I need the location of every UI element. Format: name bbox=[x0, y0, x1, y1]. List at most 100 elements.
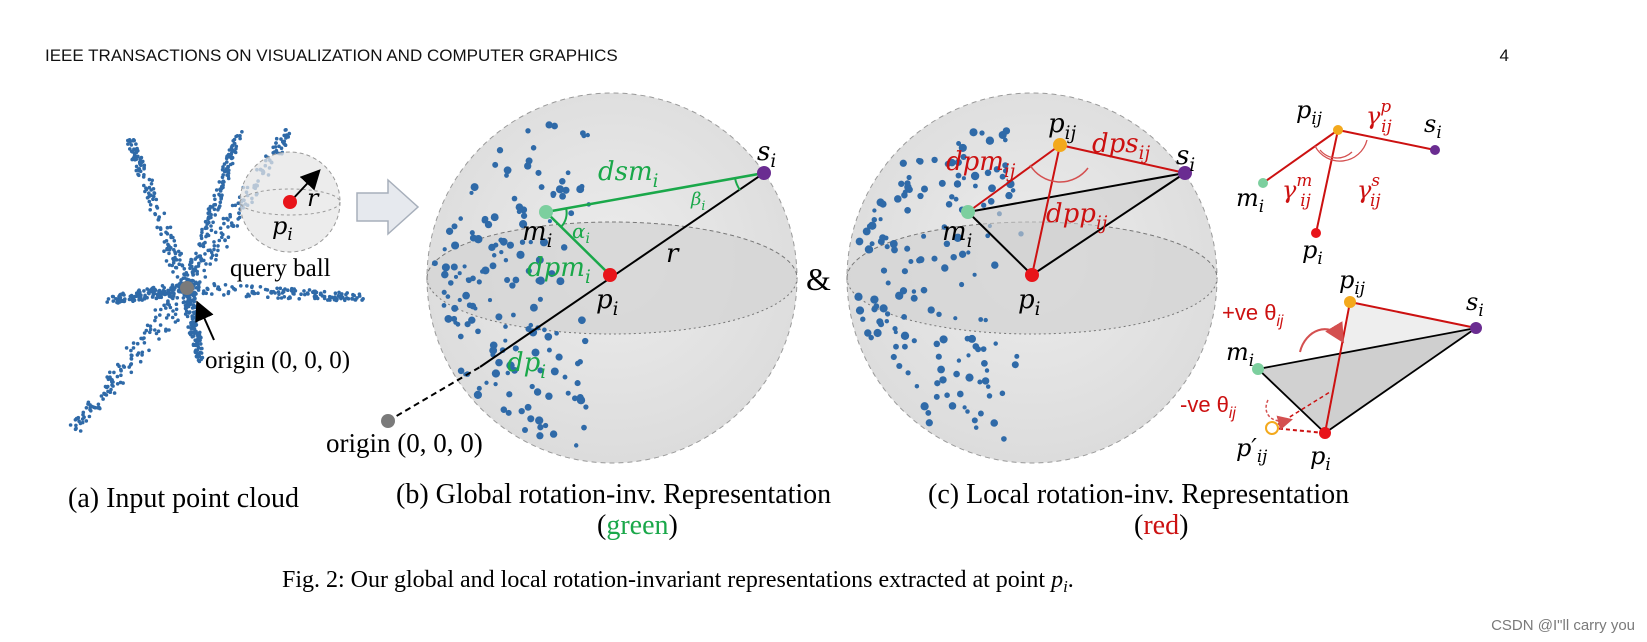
point-dot bbox=[151, 292, 156, 296]
point-dot bbox=[525, 267, 532, 274]
line-dsm bbox=[545, 171, 765, 214]
point-m-i-c bbox=[961, 205, 975, 219]
point-dot bbox=[495, 358, 503, 367]
point-dot bbox=[977, 379, 983, 385]
point-dot bbox=[198, 254, 203, 258]
point-dot bbox=[134, 142, 138, 146]
point-dot bbox=[468, 316, 476, 324]
point-dot bbox=[525, 128, 531, 134]
point-dot bbox=[175, 296, 180, 300]
panel-c-local-representation: pij dpsij si dpmij dppij mi pi (c) Local… bbox=[846, 92, 1349, 541]
point-dot bbox=[142, 165, 146, 169]
inset-angle-arc-2 bbox=[1319, 149, 1353, 159]
point-dot bbox=[953, 180, 962, 188]
point-dot bbox=[473, 390, 482, 399]
inset2-pij-label: pij bbox=[1339, 266, 1365, 298]
point-dot bbox=[217, 192, 221, 197]
point-dot bbox=[236, 201, 241, 205]
point-dot bbox=[127, 365, 131, 369]
point-dot bbox=[279, 137, 283, 141]
point-dot bbox=[151, 187, 156, 191]
point-dot bbox=[115, 300, 119, 305]
point-dot bbox=[559, 178, 566, 185]
point-dot bbox=[892, 326, 898, 332]
point-dot bbox=[147, 199, 152, 204]
point-dot bbox=[177, 262, 181, 267]
point-dot bbox=[176, 318, 180, 323]
point-dot bbox=[953, 196, 959, 202]
point-dot bbox=[78, 429, 83, 433]
point-dot bbox=[538, 184, 545, 191]
inset-edge-m-p bbox=[1257, 368, 1326, 434]
caption-a: (a) Input point cloud bbox=[68, 483, 299, 514]
point-dot bbox=[131, 138, 135, 143]
edge-m-p bbox=[967, 211, 1033, 276]
point-dot bbox=[889, 239, 898, 248]
point-dot bbox=[531, 348, 540, 357]
point-dot bbox=[118, 292, 123, 297]
point-dot bbox=[562, 374, 568, 380]
point-dot bbox=[274, 136, 279, 141]
point-dot bbox=[167, 288, 171, 293]
point-dot bbox=[209, 250, 214, 255]
point-dot bbox=[568, 210, 575, 217]
point-dot bbox=[167, 303, 171, 307]
point-dot bbox=[165, 247, 169, 252]
point-dot bbox=[182, 276, 187, 280]
point-m-i bbox=[539, 205, 553, 219]
point-dot bbox=[145, 323, 150, 328]
inset-angle-arc-1 bbox=[1314, 139, 1368, 162]
point-dot bbox=[1011, 361, 1019, 369]
point-dot bbox=[585, 132, 590, 138]
point-dot bbox=[933, 393, 940, 400]
point-dot bbox=[230, 149, 234, 153]
point-dot bbox=[154, 331, 159, 336]
point-dot bbox=[937, 365, 945, 374]
point-dot bbox=[99, 394, 104, 398]
point-dot bbox=[337, 290, 341, 295]
point-dot bbox=[931, 255, 938, 262]
point-dot bbox=[535, 169, 542, 176]
point-dot bbox=[493, 381, 498, 387]
point-dot bbox=[899, 287, 908, 295]
m-i-label-c: mi bbox=[942, 217, 972, 252]
point-dot bbox=[158, 227, 163, 231]
point-dot bbox=[147, 348, 151, 353]
point-dot bbox=[977, 410, 984, 417]
point-dot bbox=[521, 426, 529, 434]
point-dot bbox=[127, 297, 132, 302]
point-dot bbox=[138, 359, 143, 364]
inset-edge-pij-s bbox=[1337, 129, 1436, 151]
point-dot bbox=[916, 157, 922, 164]
origin-point bbox=[180, 281, 194, 295]
point-dot bbox=[1014, 353, 1020, 359]
point-dot bbox=[980, 346, 987, 352]
point-dot bbox=[265, 288, 270, 292]
point-dot bbox=[551, 122, 558, 130]
point-dot bbox=[986, 393, 993, 399]
point-dot bbox=[196, 264, 201, 268]
point-dot bbox=[74, 426, 78, 431]
point-dot bbox=[173, 312, 178, 317]
point-dot bbox=[175, 283, 180, 288]
point-dot bbox=[205, 232, 210, 237]
point-dot bbox=[527, 415, 535, 423]
point-dot bbox=[565, 170, 571, 176]
point-dot bbox=[357, 294, 362, 298]
point-dot bbox=[583, 404, 589, 410]
point-dot bbox=[199, 257, 203, 261]
point-dot bbox=[196, 282, 201, 287]
point-dot bbox=[878, 217, 883, 222]
point-dot bbox=[221, 183, 225, 187]
point-dot bbox=[554, 330, 559, 336]
point-dot bbox=[117, 364, 121, 369]
point-dot bbox=[511, 312, 516, 318]
point-dot bbox=[235, 224, 240, 228]
point-dot bbox=[491, 369, 501, 378]
point-dot bbox=[84, 419, 89, 423]
point-dot bbox=[202, 268, 206, 273]
point-dot bbox=[162, 286, 166, 290]
point-dot bbox=[469, 302, 477, 310]
point-dot bbox=[96, 402, 101, 407]
point-dot bbox=[140, 353, 144, 357]
